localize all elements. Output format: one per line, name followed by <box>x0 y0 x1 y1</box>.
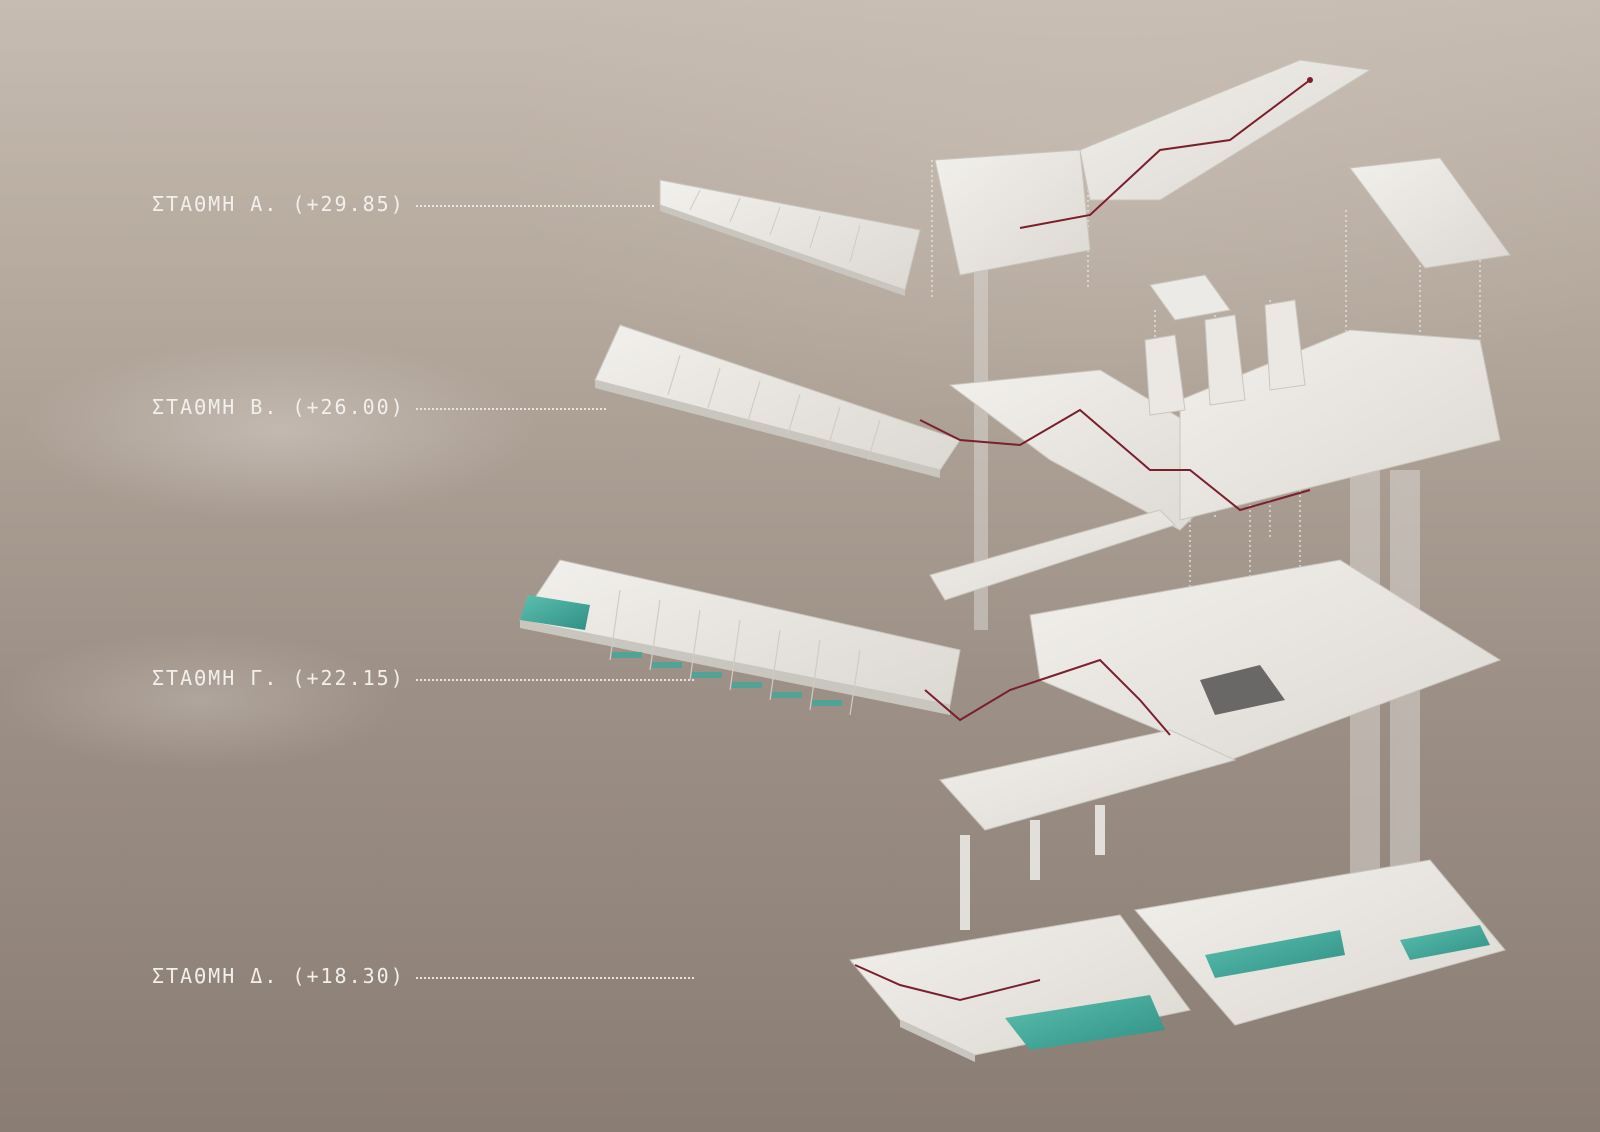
level-a-label: ΣΤΑΘΜΗ Α. (+29.85) <box>152 192 405 216</box>
level-a-leader <box>416 205 654 207</box>
level-b-label: ΣΤΑΘΜΗ Β. (+26.00) <box>152 395 405 419</box>
level-b-leader <box>416 408 606 410</box>
level-d-plan <box>849 859 1506 1062</box>
level-b-plan <box>594 274 1501 601</box>
level-c-plan <box>519 559 1502 930</box>
level-c-leader <box>416 679 694 681</box>
level-d-label: ΣΤΑΘΜΗ Δ. (+18.30) <box>152 964 405 988</box>
level-a-plan <box>659 59 1511 296</box>
level-d-leader <box>416 977 694 979</box>
level-c-label: ΣΤΑΘΜΗ Γ. (+22.15) <box>152 666 405 690</box>
